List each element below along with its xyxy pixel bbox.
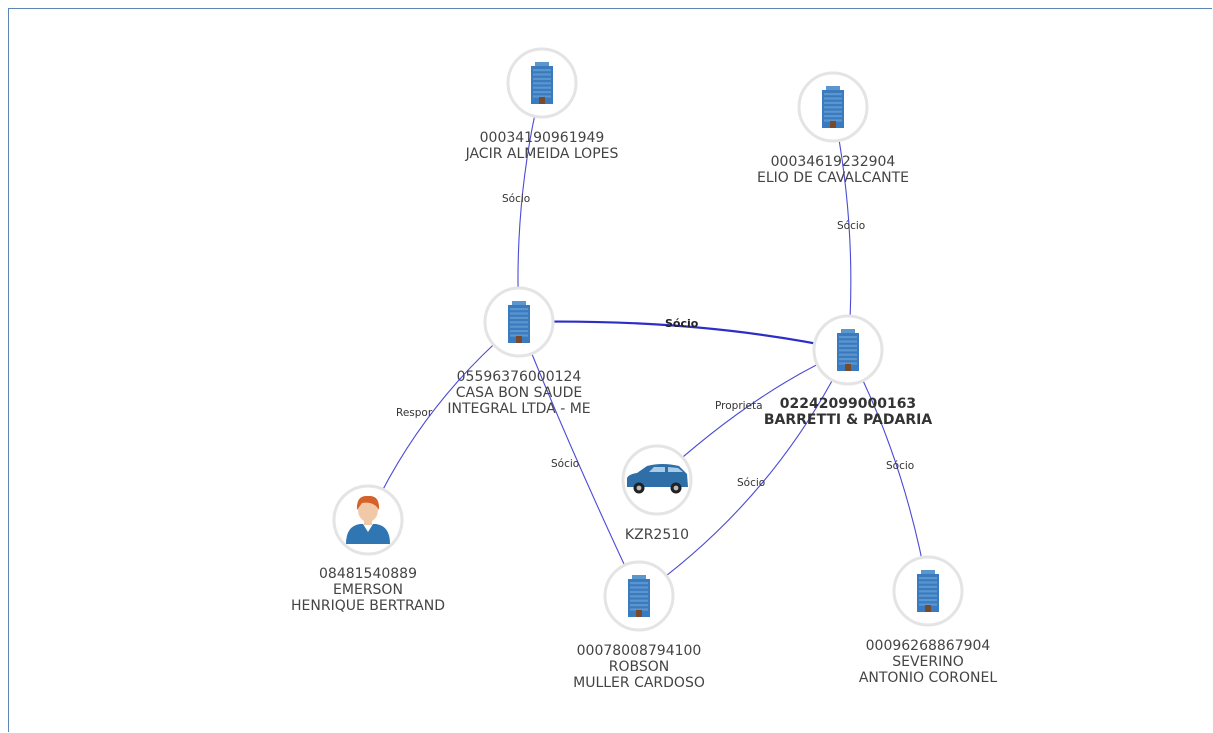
edge-label: Sócio: [551, 458, 579, 470]
node-id-label: 00096268867904: [866, 638, 991, 654]
node-name-label: BARRETTI & PADARIA: [764, 412, 932, 428]
edge-label: Sócio: [886, 460, 914, 472]
node-id-label: 05596376000124: [457, 369, 582, 385]
node-name-label: JACIR ALMEIDA LOPES: [465, 146, 619, 162]
node-name-label: ELIO DE CAVALCANTE: [757, 170, 909, 186]
node-vehicle[interactable]: KZR2510: [621, 444, 693, 543]
edge-label: Sócio: [837, 220, 865, 232]
node-name-label: SEVERINO: [892, 654, 964, 670]
node-name-label: HENRIQUE BERTRAND: [291, 598, 445, 614]
node-id-label: 00034619232904: [771, 154, 896, 170]
edge-n3-n4[interactable]: [518, 320, 849, 352]
node-name-label: MULLER CARDOSO: [573, 675, 705, 691]
car-icon: [627, 464, 688, 494]
edge-label: Respor: [396, 407, 433, 419]
node-id-label: KZR2510: [625, 527, 689, 543]
building-icon: [822, 86, 844, 128]
edge-label: Proprieta: [715, 400, 763, 412]
node-id-label: 00078008794100: [577, 643, 702, 659]
building-icon: [837, 329, 859, 371]
building-icon: [508, 301, 530, 343]
edge-label: Sócio: [665, 317, 699, 330]
person-icon: [346, 495, 390, 544]
edge-n3-n7[interactable]: [518, 321, 640, 597]
node-name-label: EMERSON: [333, 582, 403, 598]
node-id-label: 02242099000163: [780, 396, 916, 412]
node-name-label: ANTONIO CORONEL: [859, 670, 998, 686]
edge-label: Sócio: [502, 193, 530, 205]
node-id-label: 00034190961949: [480, 130, 605, 146]
node-id-label: 08481540889: [319, 566, 417, 582]
node-name-label: INTEGRAL LTDA - ME: [447, 401, 590, 417]
building-icon: [917, 570, 939, 612]
node-name-label: ROBSON: [609, 659, 669, 675]
node-name-label: CASA BON SAUDE: [456, 385, 582, 401]
edge-labels-layer: SócioSócioSócioResporSócioProprietaSócio…: [396, 193, 914, 489]
edge-n3-n6[interactable]: [367, 321, 520, 521]
building-icon: [628, 575, 650, 617]
building-icon: [531, 62, 553, 104]
edge-label: Sócio: [737, 477, 765, 489]
edge-n4-n7[interactable]: [638, 349, 849, 597]
